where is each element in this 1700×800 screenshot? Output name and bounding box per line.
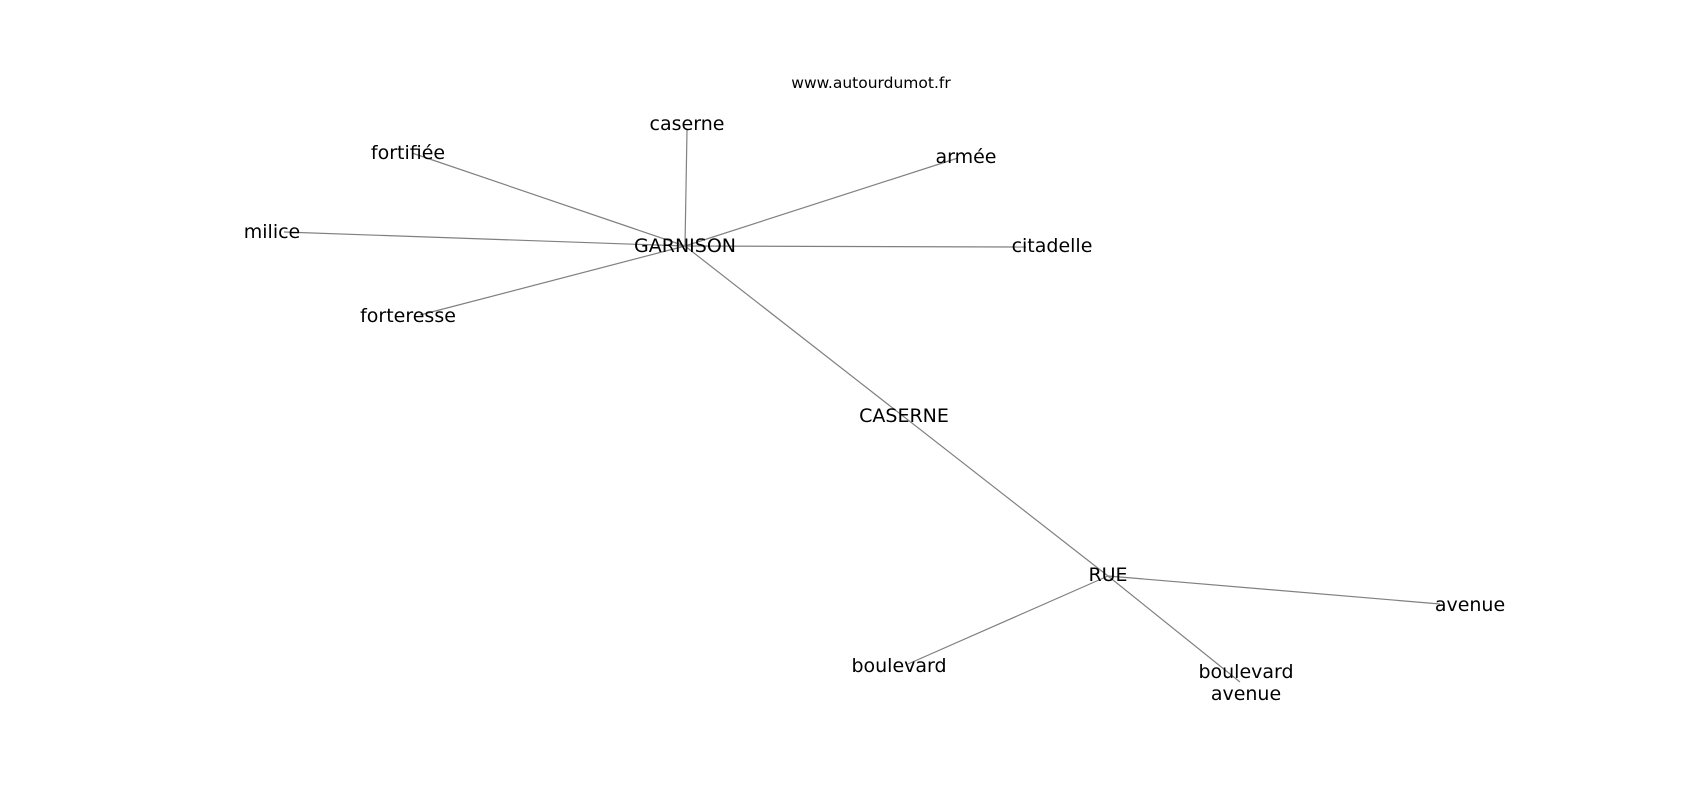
- node-citadelle-line: citadelle: [1012, 235, 1093, 257]
- node-milice-line: milice: [244, 221, 300, 243]
- edge-garnison-forteresse: [419, 245, 686, 316]
- node-armee-line: armée: [935, 146, 996, 168]
- edge-rue-boulevard: [907, 575, 1109, 665]
- node-avenue: avenue: [1435, 594, 1505, 616]
- node-forteresse: forteresse: [360, 305, 456, 327]
- edge-garnison-armee: [684, 157, 959, 247]
- node-boulevard-avenue-line: avenue: [1211, 683, 1281, 705]
- node-armee: armée: [935, 146, 996, 168]
- node-boulevard-line: boulevard: [851, 655, 946, 677]
- node-boulevard: boulevard: [851, 655, 946, 677]
- node-garnison-line: GARNISON: [634, 235, 736, 257]
- node-garnison: GARNISON: [634, 235, 736, 257]
- watermark: www.autourdumot.fr: [791, 74, 951, 92]
- node-rue-line: RUE: [1088, 564, 1127, 586]
- node-caserne-uc-line: CASERNE: [859, 405, 949, 427]
- edge-garnison-caserne-lc: [684, 129, 688, 247]
- graph-edges: [283, 129, 1441, 683]
- node-caserne-lc: caserne: [650, 113, 725, 135]
- node-milice: milice: [244, 221, 300, 243]
- edge-garnison-fortifiee: [411, 152, 686, 247]
- node-fortifiee-line: fortifiée: [371, 142, 445, 164]
- node-avenue-line: avenue: [1435, 594, 1505, 616]
- node-caserne-lc-line: caserne: [650, 113, 725, 135]
- edge-garnison-rue: [684, 245, 1109, 577]
- node-citadelle: citadelle: [1012, 235, 1093, 257]
- graph-nodes: GARNISON caserne fortifiée armée milice citad…: [244, 113, 1505, 705]
- edge-garnison-citadelle: [684, 245, 1027, 248]
- node-forteresse-line: forteresse: [360, 305, 456, 327]
- edge-garnison-milice: [283, 231, 686, 247]
- edge-rue-avenue: [1107, 575, 1441, 605]
- node-fortifiee: fortifiée: [371, 142, 445, 164]
- node-caserne-uc: CASERNE: [859, 405, 949, 427]
- node-rue: RUE: [1088, 564, 1127, 586]
- node-boulevard-avenue-line: boulevard: [1198, 661, 1293, 683]
- edge-rue-boulevard-avenue: [1107, 575, 1241, 683]
